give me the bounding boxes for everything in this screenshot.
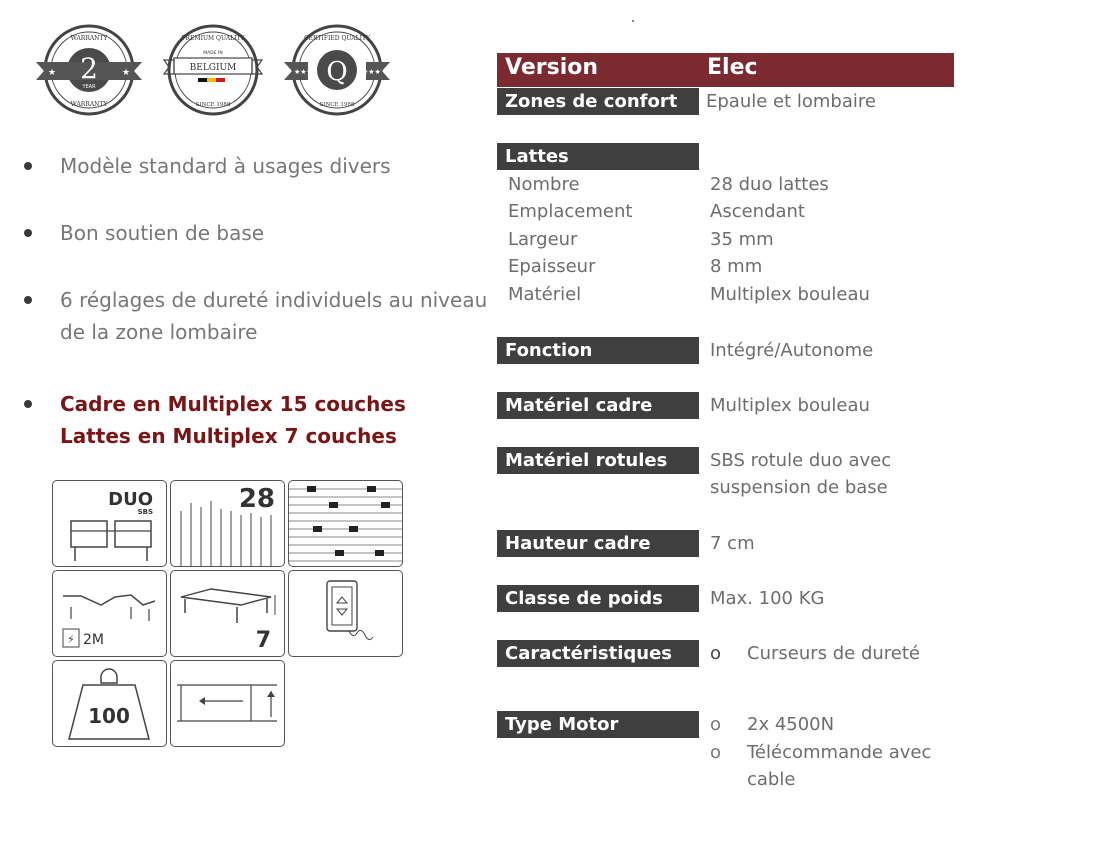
sbs-label: SBS <box>138 508 153 516</box>
slats-number: 28 <box>239 484 275 514</box>
lattes-key: Epaisseur <box>508 256 596 277</box>
fonction-label: Fonction <box>497 337 699 364</box>
badge-warranty-top: WARRANTY <box>71 35 109 42</box>
bullet-icon <box>24 162 32 170</box>
lattes-label: Lattes <box>497 143 699 170</box>
svg-text:★: ★ <box>48 68 56 78</box>
caracteristiques-item: Curseurs de dureté <box>747 643 921 664</box>
badge-certified-bottom: SINCE 1988 <box>320 102 355 108</box>
certified-quality-badge: ★★★ ★★★ CERTIFIED QUALITY Q SINCE 1988 <box>282 22 392 118</box>
bullet-icon <box>24 296 32 304</box>
svg-text:⚡: ⚡ <box>67 633 75 646</box>
circle-bullet-icon: o <box>710 714 722 735</box>
feature-text: Lattes en Multiplex 7 couches <box>60 424 397 448</box>
badge-certified-top: CERTIFIED QUALITY <box>304 35 371 42</box>
badge-certified-big: Q <box>326 57 347 87</box>
badge-premium-bottom: SINCE 1988 <box>196 102 231 108</box>
classe-value: Max. 100 KG <box>710 588 825 609</box>
zones-value: Epaule et lombaire <box>706 91 876 112</box>
lattes-value: 35 mm <box>710 229 774 250</box>
lattes-key: Nombre <box>508 174 580 195</box>
quality-badges: ★ ★ WARRANTY 2 YEAR WARRANTY PREMIUM QUA… <box>34 22 394 118</box>
svg-text:★★★: ★★★ <box>294 68 313 76</box>
feature-text: Cadre en Multiplex 15 couches <box>60 392 406 416</box>
badge-warranty-big: 2 <box>80 52 98 85</box>
lattes-value: 8 mm <box>710 256 763 277</box>
bullet-icon <box>24 229 32 237</box>
materiel-cadre-value: Multiplex bouleau <box>710 395 870 416</box>
caracteristiques-label: Caractéristiques <box>497 640 699 667</box>
classe-label: Classe de poids <box>497 585 699 612</box>
hauteur-label: Hauteur cadre <box>497 530 699 557</box>
rotules-value: suspension de base <box>710 477 888 498</box>
svg-text:★: ★ <box>122 68 130 78</box>
bullet-icon <box>24 400 32 408</box>
fonction-value: Intégré/Autonome <box>710 340 874 361</box>
feature-text: Modèle standard à usages divers <box>60 154 391 178</box>
motor-adjust-icon: ⚡ 2M <box>52 570 167 657</box>
rotules-value: SBS rotule duo avec <box>710 450 892 471</box>
circle-bullet-icon: o <box>710 643 722 664</box>
badge-premium-top: PREMIUM QUALITY <box>182 35 246 42</box>
lattes-key: Matériel <box>508 284 582 305</box>
premium-quality-badge: PREMIUM QUALITY MADE IN BELGIUM SINCE 19… <box>158 22 268 118</box>
feature-text: 6 réglages de dureté individuels au nive… <box>60 288 488 312</box>
speck <box>632 20 634 22</box>
badge-warranty-small: YEAR <box>81 84 96 90</box>
zones-label: Zones de confort <box>497 88 699 115</box>
lattes-value: Multiplex bouleau <box>710 284 870 305</box>
duo-sbs-icon: DUO SBS <box>52 480 167 567</box>
motor-label: Type Motor <box>497 711 699 738</box>
duo-label: DUO <box>108 489 153 510</box>
motor-count: 2M <box>83 632 104 648</box>
lattes-key: Largeur <box>508 229 578 250</box>
warranty-badge: ★ ★ WARRANTY 2 YEAR WARRANTY <box>34 22 144 118</box>
circle-bullet-icon: o <box>710 742 722 763</box>
remote-control-icon <box>288 570 403 657</box>
weight-number: 100 <box>88 704 130 728</box>
feature-text: de la zone lombaire <box>60 320 258 344</box>
rotules-label: Matériel rotules <box>497 447 699 474</box>
svg-text:★★★: ★★★ <box>362 68 381 76</box>
motor-item: 2x 4500N <box>747 714 835 735</box>
badge-premium-ribbon: BELGIUM <box>190 63 237 73</box>
materiel-cadre-label: Matériel cadre <box>497 392 699 419</box>
spec-header-label: Version <box>505 55 599 80</box>
legs-icon: 7 <box>170 570 285 657</box>
frame-height-icon <box>170 660 285 747</box>
slats-count-icon: 28 <box>170 480 285 567</box>
lattes-key: Emplacement <box>508 201 633 222</box>
hauteur-value: 7 cm <box>710 533 755 554</box>
weight-icon: 100 <box>52 660 167 747</box>
lattes-value: Ascendant <box>710 201 805 222</box>
pictogram-grid: DUO SBS 28 <box>50 478 405 747</box>
motor-item: cable <box>747 769 796 790</box>
slat-layout-icon <box>288 480 403 567</box>
motor-item: Télécommande avec <box>747 742 932 763</box>
badge-premium-madein: MADE IN <box>203 50 222 56</box>
spec-header: Version Elec <box>497 53 954 87</box>
lattes-value: 28 duo lattes <box>710 174 829 195</box>
feature-text: Bon soutien de base <box>60 221 265 245</box>
badge-warranty-bottom: WARRANTY <box>71 101 109 108</box>
spec-header-value: Elec <box>707 55 758 80</box>
legs-number: 7 <box>256 628 271 653</box>
